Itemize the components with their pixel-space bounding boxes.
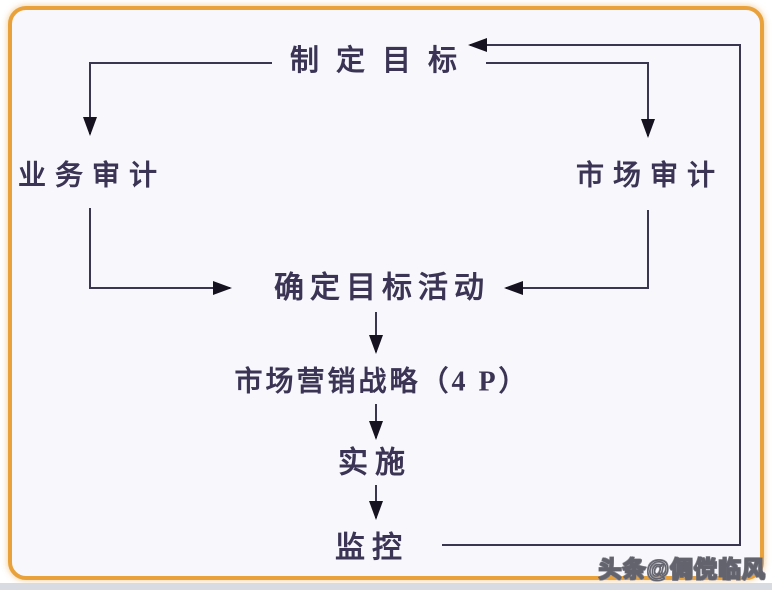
node-market-audit: 市场审计 (575, 160, 725, 192)
node-define-target: 确定目标活动 (274, 271, 490, 305)
node-business-audit: 业务审计 (17, 160, 167, 192)
node-implement: 实施 (338, 446, 412, 480)
node-marketing-strategy: 市场营销战略（4 P） (234, 366, 530, 398)
node-monitor: 监控 (335, 531, 409, 565)
page-bottom-edge (0, 583, 772, 590)
watermark-toutiao: 头条@倜傥临风 (598, 555, 766, 582)
node-set-goal: 制定目标 (289, 45, 475, 78)
